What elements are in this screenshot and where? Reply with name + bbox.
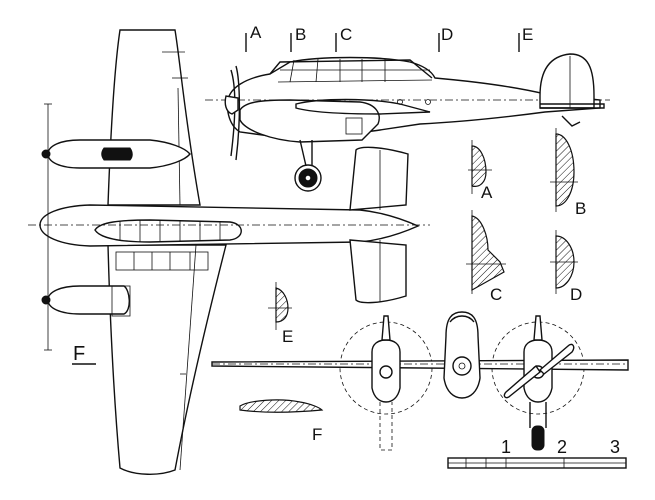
label-section-e: E: [282, 327, 293, 346]
label-section-b: B: [575, 199, 586, 218]
front-prop-blades: [503, 343, 575, 399]
section-markers-top: A B C D E: [245, 23, 533, 52]
section-c-shape: [471, 215, 505, 292]
side-propeller: [224, 65, 241, 161]
plan-fuselage: [39, 204, 420, 247]
front-fuselage: [443, 311, 481, 399]
plan-dimension-line: [44, 103, 52, 351]
plan-nacelle-lower: [47, 285, 130, 315]
side-nacelle: [239, 99, 380, 143]
side-tailplane: [540, 103, 605, 109]
front-wing: [211, 359, 629, 371]
side-canopy-panels: [277, 58, 433, 83]
cross-sections: A B C D E F: [239, 128, 586, 444]
side-tail-fin: [539, 53, 595, 109]
plan-wing-upper: [107, 29, 201, 206]
section-e-shape: [275, 287, 289, 323]
scale-label-2: 2: [557, 437, 567, 457]
scale-label-1: 1: [501, 437, 511, 457]
side-canopy: [269, 59, 433, 79]
label-section-a: A: [481, 183, 493, 202]
label-section-b-top: B: [295, 25, 306, 44]
label-section-c: C: [490, 285, 502, 304]
front-fin-left: [381, 315, 391, 341]
plan-tailplane: [349, 146, 409, 211]
plan-flap-panels: [115, 251, 209, 271]
front-view: [211, 311, 629, 451]
plan-wing-lower: [107, 244, 227, 475]
side-landing-gear: [294, 139, 322, 192]
label-section-c-top: C: [340, 25, 352, 44]
side-wing-root: [295, 98, 431, 115]
front-nacelle-left: [371, 339, 401, 403]
side-view: A B C D E: [205, 23, 610, 192]
plan-canopy: [94, 219, 242, 243]
label-airfoil-f: F: [312, 425, 322, 444]
section-b-shape: [555, 133, 575, 207]
plan-view: F: [28, 29, 430, 475]
scale-bar: 1 2 3: [447, 437, 627, 469]
front-fin-right: [533, 315, 543, 341]
plan-canopy-panels: [119, 220, 221, 242]
label-section-d: D: [570, 285, 582, 304]
label-section-a-top: A: [250, 23, 262, 42]
section-a-shape: [471, 145, 487, 187]
scale-label-3: 3: [610, 437, 620, 457]
label-section-e-top: E: [522, 25, 533, 44]
label-section-d-top: D: [441, 25, 453, 44]
label-plan-f: F: [73, 343, 85, 365]
airfoil-f-shape: [239, 399, 324, 413]
